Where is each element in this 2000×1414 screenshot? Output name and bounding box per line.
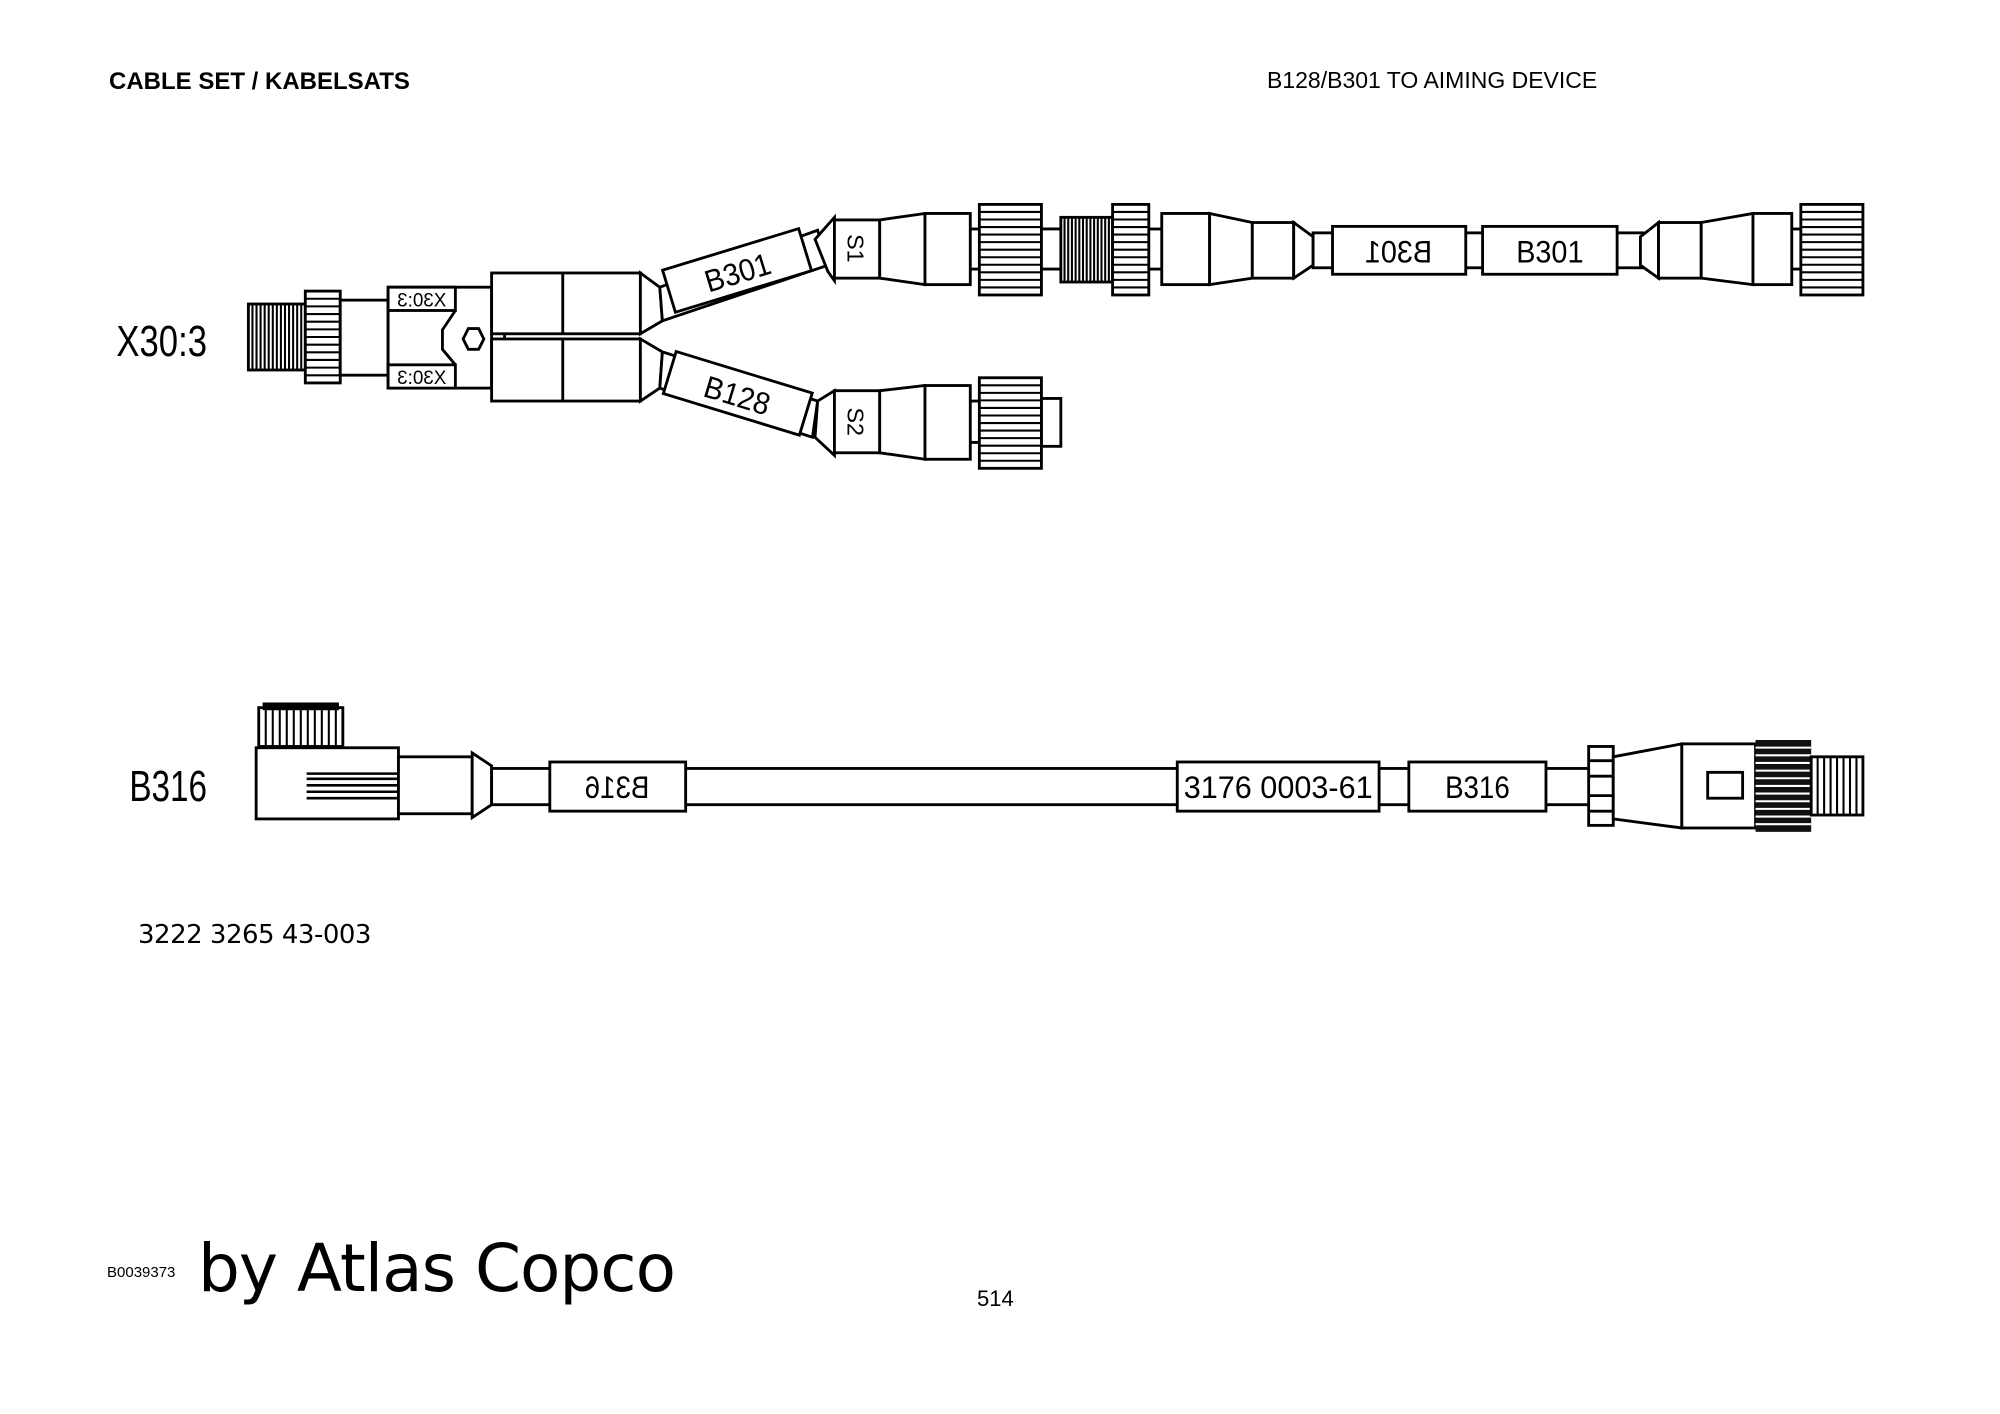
angled-connector	[254, 746, 400, 821]
page-subtitle: B128/B301 TO AIMING DEVICE	[1267, 67, 1598, 93]
splitter-tag-bottom: X30:3	[397, 367, 446, 389]
tag-b301-branch: B301	[660, 226, 814, 315]
sleeve-s2-text: S2	[842, 408, 868, 436]
sleeve-s1	[833, 218, 882, 280]
sleeve-s2	[833, 389, 882, 455]
splitter-tag-top: X30:3	[397, 290, 446, 312]
cable-label-b316: B316	[129, 762, 207, 811]
tag-part-number: 3176 0003-61	[1184, 770, 1373, 805]
tag-b316-mirrored: B316	[585, 770, 650, 805]
brand-text: by Atlas Copco	[198, 1230, 676, 1307]
cable-label-x30-3: X30:3	[116, 317, 207, 366]
tag-b301: B301	[1516, 235, 1583, 270]
adapter-body	[338, 298, 390, 377]
cable-set-x30-3: X30:3 X30:3 X30:3 B301 S1	[116, 202, 1865, 470]
cable-b316: B316 B316 3176 0003-61 B316	[129, 702, 1865, 832]
document-id: B0039373	[107, 1264, 176, 1281]
tag-b301-mirrored: B301	[1365, 235, 1432, 270]
threaded-plug	[246, 302, 307, 372]
page-title: CABLE SET / KABELSATS	[109, 68, 410, 95]
tag-b128-branch: B128	[661, 349, 815, 437]
hex-icon	[461, 327, 486, 351]
page-number: 514	[977, 1286, 1014, 1311]
part-number: 3222 3265 43-003	[138, 920, 371, 950]
tag-b316: B316	[1445, 770, 1510, 805]
sleeve-s1-text: S1	[842, 234, 868, 262]
